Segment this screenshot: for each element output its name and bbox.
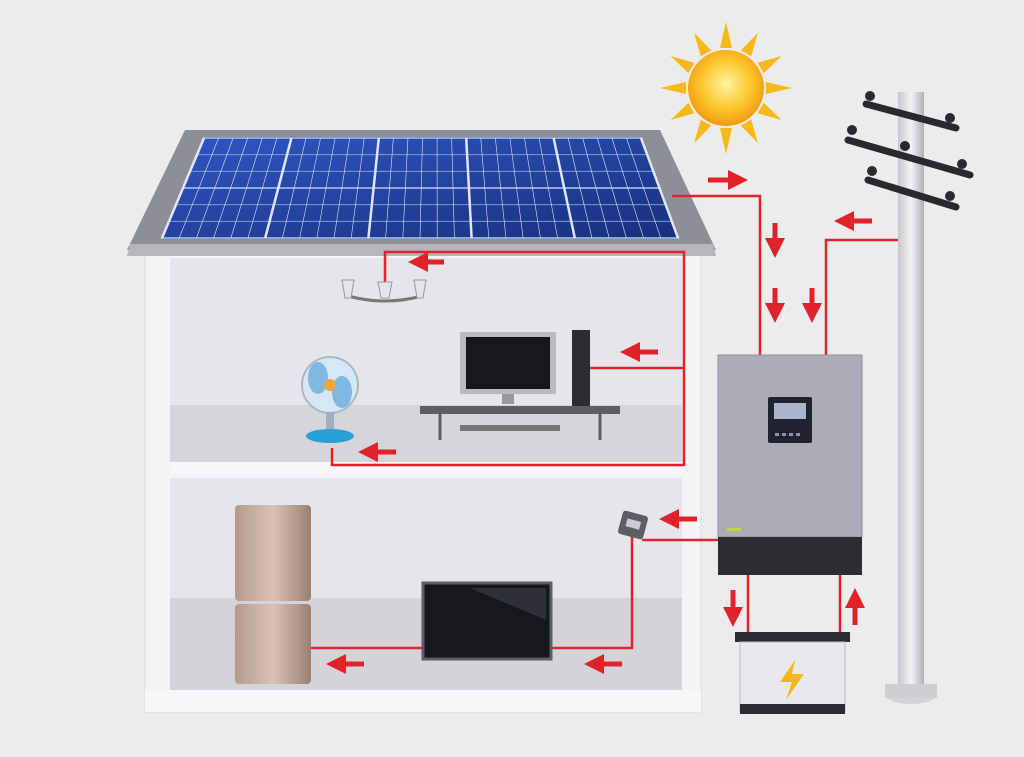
panel-grid-line	[213, 137, 248, 239]
solar-panel	[160, 137, 680, 239]
battery	[735, 632, 850, 714]
panel-grid-line	[582, 137, 610, 239]
lightning-icon	[780, 660, 804, 700]
utility-pole	[844, 91, 974, 704]
panel-grid-line	[230, 137, 263, 239]
panel-grid-line	[385, 137, 394, 239]
desk-fan	[301, 356, 359, 443]
inverter	[717, 354, 863, 575]
panel-grid-line	[333, 137, 350, 239]
panel-grid-line	[282, 137, 307, 239]
panel-grid-line	[464, 137, 473, 239]
panel-grid-line	[263, 137, 293, 239]
ceiling-lamp	[341, 279, 427, 303]
panel-grid-line	[299, 137, 321, 239]
panel-grid-line	[626, 137, 662, 239]
panel-grid-line	[451, 137, 455, 239]
panel-grid-line	[567, 137, 593, 239]
breaker-box	[618, 510, 648, 540]
refrigerator	[235, 505, 311, 684]
panel-grid-line	[639, 137, 680, 239]
panel-grid-line	[495, 137, 507, 239]
sun-icon	[660, 22, 792, 154]
panel-grid-line	[524, 137, 541, 239]
panel-grid-line	[350, 137, 365, 239]
panel-grid-line	[552, 137, 577, 239]
panel-grid-line	[611, 137, 644, 239]
panel-grid-line	[402, 137, 409, 239]
panel-grid-line	[480, 137, 490, 239]
panel-grid-line	[247, 137, 278, 239]
wiring	[310, 194, 898, 650]
panel-grid-line	[160, 137, 206, 239]
panel-grid-line	[316, 137, 336, 239]
panel-grid-line	[196, 137, 234, 239]
panel-grid-line	[597, 137, 627, 239]
inverter-screen	[774, 403, 806, 419]
flow-arrows	[326, 170, 872, 674]
panel-grid-line	[419, 137, 423, 239]
computer	[420, 330, 620, 440]
panel-grid-line	[509, 137, 524, 239]
panel-grid-line	[367, 137, 381, 239]
television	[421, 581, 553, 661]
panel-grid-line	[538, 137, 558, 239]
panel-grid-line	[178, 137, 219, 239]
